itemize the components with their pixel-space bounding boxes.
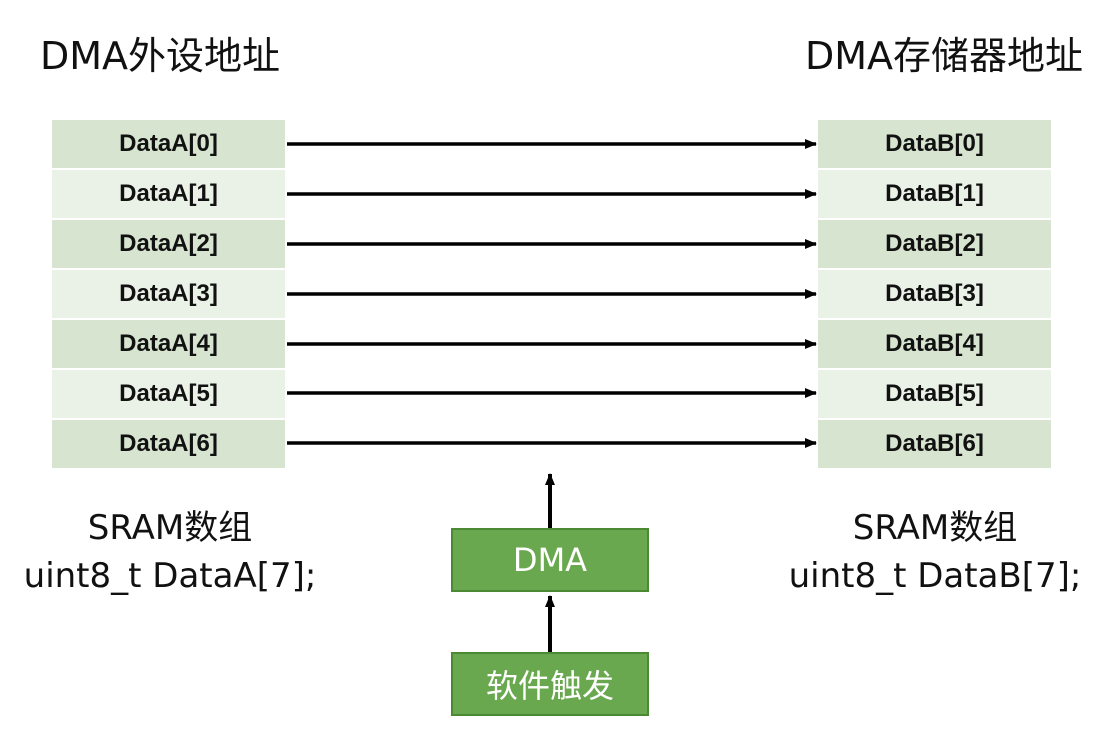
source-array-caption: SRAM数组 uint8_t DataA[7]; [0,505,340,600]
destination-caption-line1: SRAM数组 [852,508,1018,548]
source-array-column: DataA[0] DataA[1] DataA[2] DataA[3] Data… [52,120,285,470]
destination-array-caption: SRAM数组 uint8_t DataB[7]; [770,505,1100,600]
source-cell-5: DataA[5] [52,370,285,418]
dma-box: DMA [451,528,649,592]
destination-cell-3: DataB[3] [818,270,1051,318]
destination-cell-0: DataB[0] [818,120,1051,168]
destination-cell-1: DataB[1] [818,170,1051,218]
source-cell-6: DataA[6] [52,420,285,468]
source-cell-4: DataA[4] [52,320,285,368]
destination-cell-5: DataB[5] [818,370,1051,418]
destination-cell-6: DataB[6] [818,420,1051,468]
peripheral-address-title: DMA外设地址 [40,34,281,78]
source-caption-line2: uint8_t DataA[7]; [23,555,317,596]
source-caption-line1: SRAM数组 [87,508,253,548]
source-cell-1: DataA[1] [52,170,285,218]
destination-caption-line2: uint8_t DataB[7]; [788,555,1082,596]
destination-cell-4: DataB[4] [818,320,1051,368]
source-cell-3: DataA[3] [52,270,285,318]
software-trigger-box: 软件触发 [451,652,649,716]
destination-cell-2: DataB[2] [818,220,1051,268]
destination-array-column: DataB[0] DataB[1] DataB[2] DataB[3] Data… [818,120,1051,470]
memory-address-title: DMA存储器地址 [804,34,1083,78]
source-cell-2: DataA[2] [52,220,285,268]
source-cell-0: DataA[0] [52,120,285,168]
